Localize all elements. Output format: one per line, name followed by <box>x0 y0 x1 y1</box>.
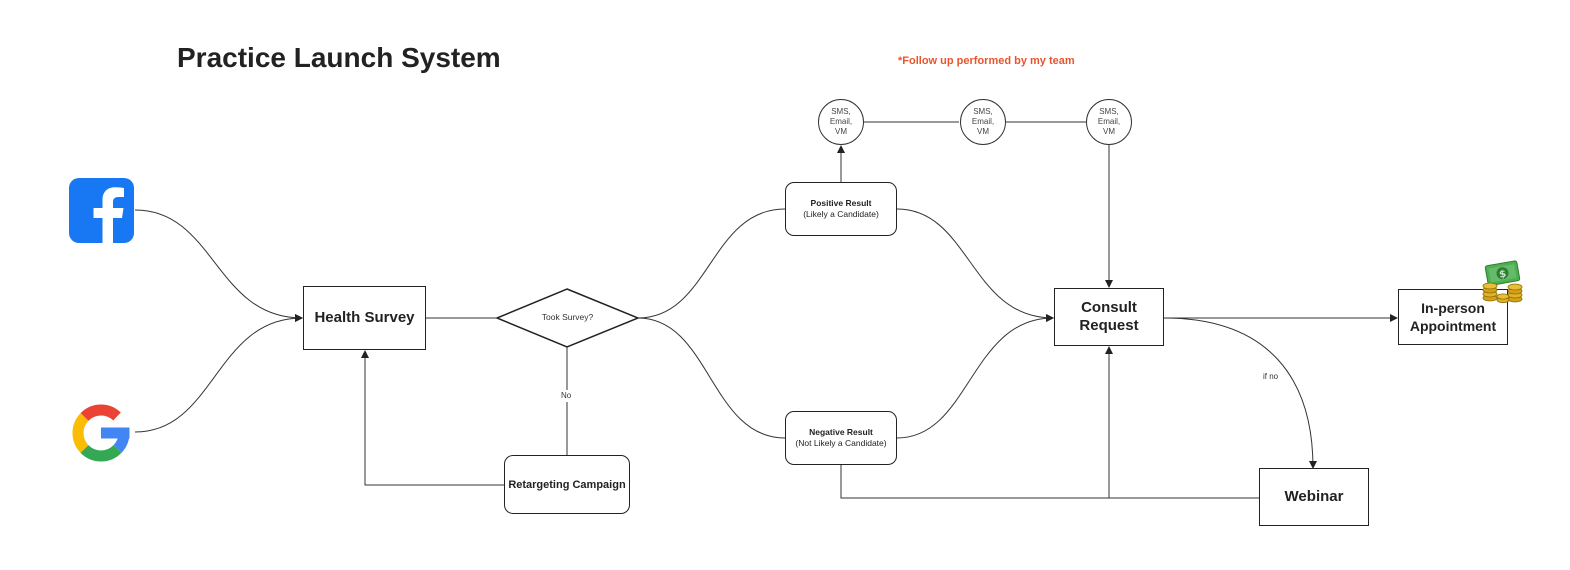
edge-negative-consult <box>896 314 1054 439</box>
webinar-label: Webinar <box>1284 488 1344 505</box>
retargeting-campaign-box: Retargeting Campaign <box>504 455 630 514</box>
edge-decision-positive <box>637 208 786 319</box>
positive-result-subtitle: (Likely a Candidate) <box>803 209 879 219</box>
followup-circle: SMS,Email,VM <box>1086 99 1132 145</box>
consult-request-box: Consult Request <box>1054 288 1164 346</box>
edge-decision-negative <box>637 317 786 439</box>
negative-result-box: Negative Result (Not Likely a Candidate) <box>785 411 897 465</box>
edge-consult-webinar <box>1163 317 1317 469</box>
health-survey-box: Health Survey <box>303 286 426 350</box>
followup-line: SMS, <box>973 107 993 116</box>
took-survey-label: Took Survey? <box>541 312 594 322</box>
followup-line: VM <box>976 127 989 136</box>
followup-line: SMS, <box>831 107 851 116</box>
edge-negative-webinar <box>840 465 1259 499</box>
consult-request-line2: Request <box>1079 317 1139 334</box>
followup-line: SMS, <box>1099 107 1119 116</box>
health-survey-label: Health Survey <box>314 309 415 326</box>
negative-result-subtitle: (Not Likely a Candidate) <box>795 438 887 448</box>
followup-line: VM <box>1102 127 1115 136</box>
negative-result-title: Negative Result <box>809 427 873 437</box>
consult-request-line1: Consult <box>1081 299 1137 316</box>
team-followup-note: *Follow up performed by my team <box>898 55 1075 67</box>
page-title: Practice Launch System <box>177 42 501 73</box>
followup-line: Email, <box>1097 117 1121 126</box>
edge-retargeting-health <box>361 350 504 486</box>
edge-facebook-health <box>134 209 303 322</box>
webinar-box: Webinar <box>1259 468 1369 526</box>
took-survey-diamond <box>495 288 640 348</box>
google-logo-icon <box>72 404 130 462</box>
in-person-line1: In-person <box>1421 300 1485 316</box>
positive-result-title: Positive Result <box>810 198 872 208</box>
edge-label-no: No <box>561 391 572 400</box>
money-icon: $ <box>1482 260 1523 304</box>
positive-result-box: Positive Result (Likely a Candidate) <box>785 182 897 236</box>
edge-positive-consult <box>896 208 1054 322</box>
followup-circle: SMS,Email,VM <box>960 99 1006 145</box>
in-person-line2: Appointment <box>1409 318 1497 334</box>
edge-label-if-no: if no <box>1263 372 1279 381</box>
followup-line: Email, <box>829 117 853 126</box>
facebook-logo-icon <box>69 178 134 243</box>
svg-text:$: $ <box>1498 269 1507 281</box>
retargeting-campaign-label: Retargeting Campaign <box>508 478 626 491</box>
followup-line: Email, <box>971 117 995 126</box>
edge-google-health <box>134 314 303 433</box>
followup-circle: SMS,Email,VM <box>818 99 864 145</box>
followup-line: VM <box>834 127 847 136</box>
